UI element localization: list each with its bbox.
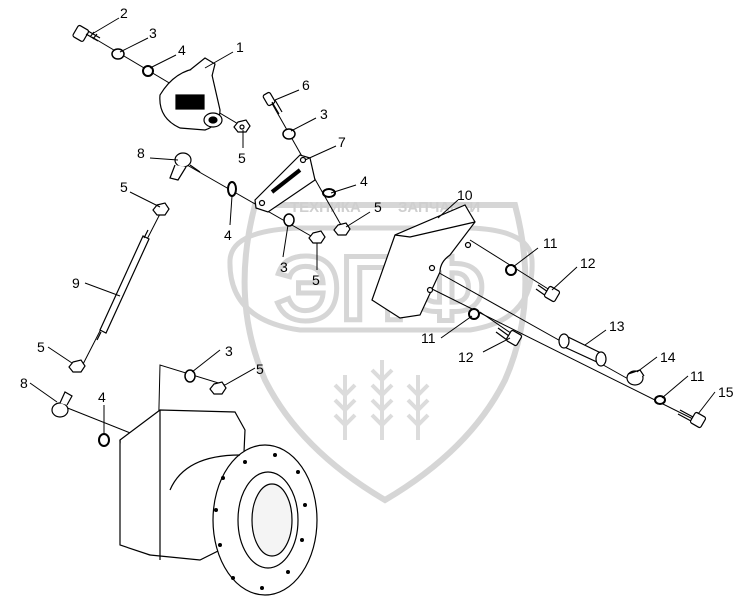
- callout-3: 3: [149, 25, 157, 41]
- callout-8: 8: [20, 375, 28, 391]
- rod-9: [96, 229, 150, 341]
- nut-5-bottom: [209, 381, 227, 395]
- callout-10: 10: [457, 187, 473, 203]
- watermark-wheat: [333, 360, 430, 440]
- washer-3-bottom: [184, 369, 196, 383]
- rod-end-8-bottom: [51, 391, 73, 418]
- transmission-housing: [119, 409, 318, 596]
- rod-end-8-top: [169, 152, 201, 181]
- washer-3-mid: [282, 128, 296, 140]
- bolt-12-b: [495, 327, 523, 347]
- nut-5-right: [333, 222, 351, 236]
- bolt-2: [72, 24, 101, 42]
- washer-4-top: [142, 65, 154, 77]
- clamp-14: [626, 369, 645, 386]
- callout-5: 5: [238, 150, 246, 166]
- callout-3: 3: [320, 106, 328, 122]
- callout-5: 5: [37, 339, 45, 355]
- nut-5-lower: [68, 359, 86, 373]
- callout-11: 11: [421, 330, 436, 346]
- bolt-6: [262, 91, 283, 115]
- leader-lines: [29, 17, 716, 434]
- callout-2: 2: [120, 5, 128, 21]
- nut-5-top: [233, 119, 251, 133]
- watermark: [227, 202, 535, 504]
- callout-8: 8: [137, 145, 145, 161]
- callout-4: 4: [360, 173, 368, 189]
- callout-6: 6: [302, 77, 310, 93]
- watermark-ring: [227, 225, 535, 333]
- callout-9: 9: [72, 275, 80, 291]
- cover-10: [371, 204, 476, 319]
- callout-14: 14: [660, 349, 676, 365]
- washer-4-right: [322, 188, 336, 198]
- callout-1: 1: [236, 39, 244, 55]
- callout-5: 5: [312, 272, 320, 288]
- flange-holes: [214, 453, 307, 590]
- washer-11-a: [505, 264, 517, 276]
- callout-13: 13: [609, 318, 625, 334]
- callouts: 1 2 3 4 5 6 3 7 8 5 4 5 4 3 5 10 11 12 9…: [20, 5, 734, 405]
- callout-3: 3: [225, 343, 233, 359]
- sleeve-13: [558, 333, 607, 367]
- bolt-15: [677, 409, 707, 429]
- watermark-text-left: ТЕХНИКА: [290, 199, 361, 216]
- callout-5: 5: [120, 179, 128, 195]
- bolt-12-a: [535, 284, 561, 303]
- callout-4: 4: [224, 227, 232, 243]
- actuator-1: [159, 57, 223, 131]
- watermark-shield: [241, 202, 529, 504]
- callout-5: 5: [256, 361, 264, 377]
- callout-4: 4: [178, 42, 186, 58]
- washer-3-center: [283, 213, 295, 227]
- callout-5: 5: [374, 199, 382, 215]
- callout-12: 12: [580, 255, 596, 271]
- nut-5-center: [308, 230, 326, 244]
- washer-4-bottom: [98, 433, 110, 447]
- callout-15: 15: [718, 384, 734, 400]
- callout-12: 12: [458, 349, 474, 365]
- callout-3: 3: [280, 259, 288, 275]
- callout-7: 7: [338, 134, 346, 150]
- callout-11: 11: [690, 368, 705, 384]
- callout-4: 4: [98, 389, 106, 405]
- washer-4-left: [227, 181, 237, 197]
- callout-11: 11: [543, 235, 558, 251]
